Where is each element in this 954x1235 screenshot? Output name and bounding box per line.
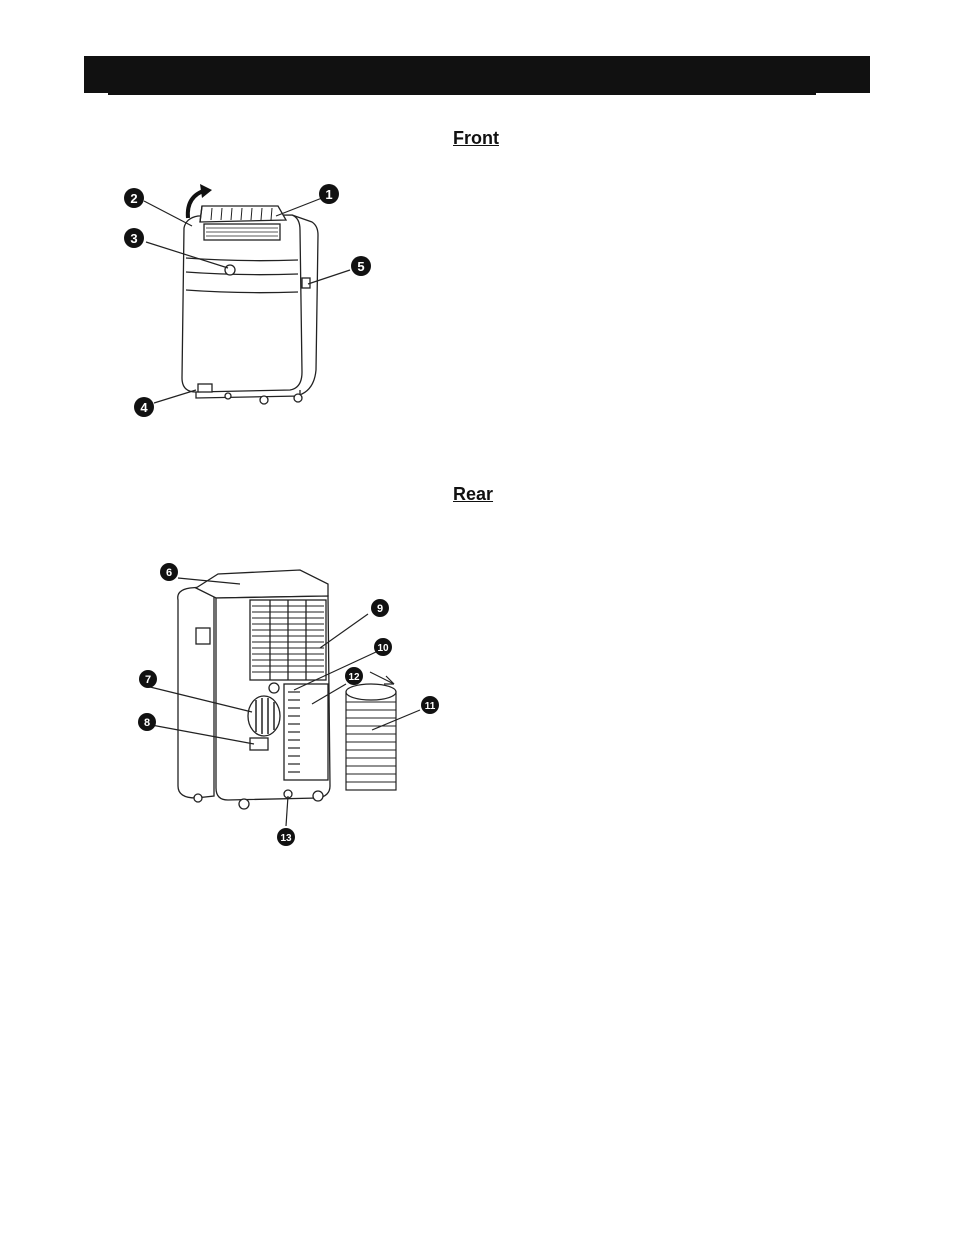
callout-2: 2 (124, 188, 144, 208)
callout-1: 1 (319, 184, 339, 204)
callout-10: 10 (374, 638, 392, 656)
callout-4: 4 (134, 397, 154, 417)
callout-12-label: 12 (348, 672, 360, 683)
callout-4-label: 4 (140, 400, 148, 415)
callout-1-label: 1 (325, 187, 332, 202)
callout-13: 13 (277, 828, 295, 846)
callout-5: 5 (351, 256, 371, 276)
callout-9: 9 (371, 599, 389, 617)
callout-13-label: 13 (280, 833, 292, 844)
callout-9-label: 9 (377, 603, 383, 615)
callout-8-label: 8 (144, 717, 150, 729)
callout-2-label: 2 (130, 191, 137, 206)
front-unit-illustration (182, 206, 318, 404)
callout-6-label: 6 (166, 567, 172, 579)
callout-5-label: 5 (357, 259, 364, 274)
callout-11: 11 (421, 696, 439, 714)
callout-3-label: 3 (130, 231, 137, 246)
callout-3: 3 (124, 228, 144, 248)
callout-8: 8 (138, 713, 156, 731)
callout-10-label: 10 (377, 643, 389, 654)
callout-11-label: 11 (425, 701, 436, 712)
arrow-head-icon (200, 184, 212, 198)
exhaust-hose-illustration (346, 684, 396, 790)
callout-7: 7 (139, 670, 157, 688)
callout-6: 6 (160, 563, 178, 581)
direction-arrow-icon (370, 672, 394, 684)
rear-unit-illustration (178, 570, 330, 809)
callout-12: 12 (345, 667, 363, 685)
callout-7-label: 7 (145, 674, 151, 686)
